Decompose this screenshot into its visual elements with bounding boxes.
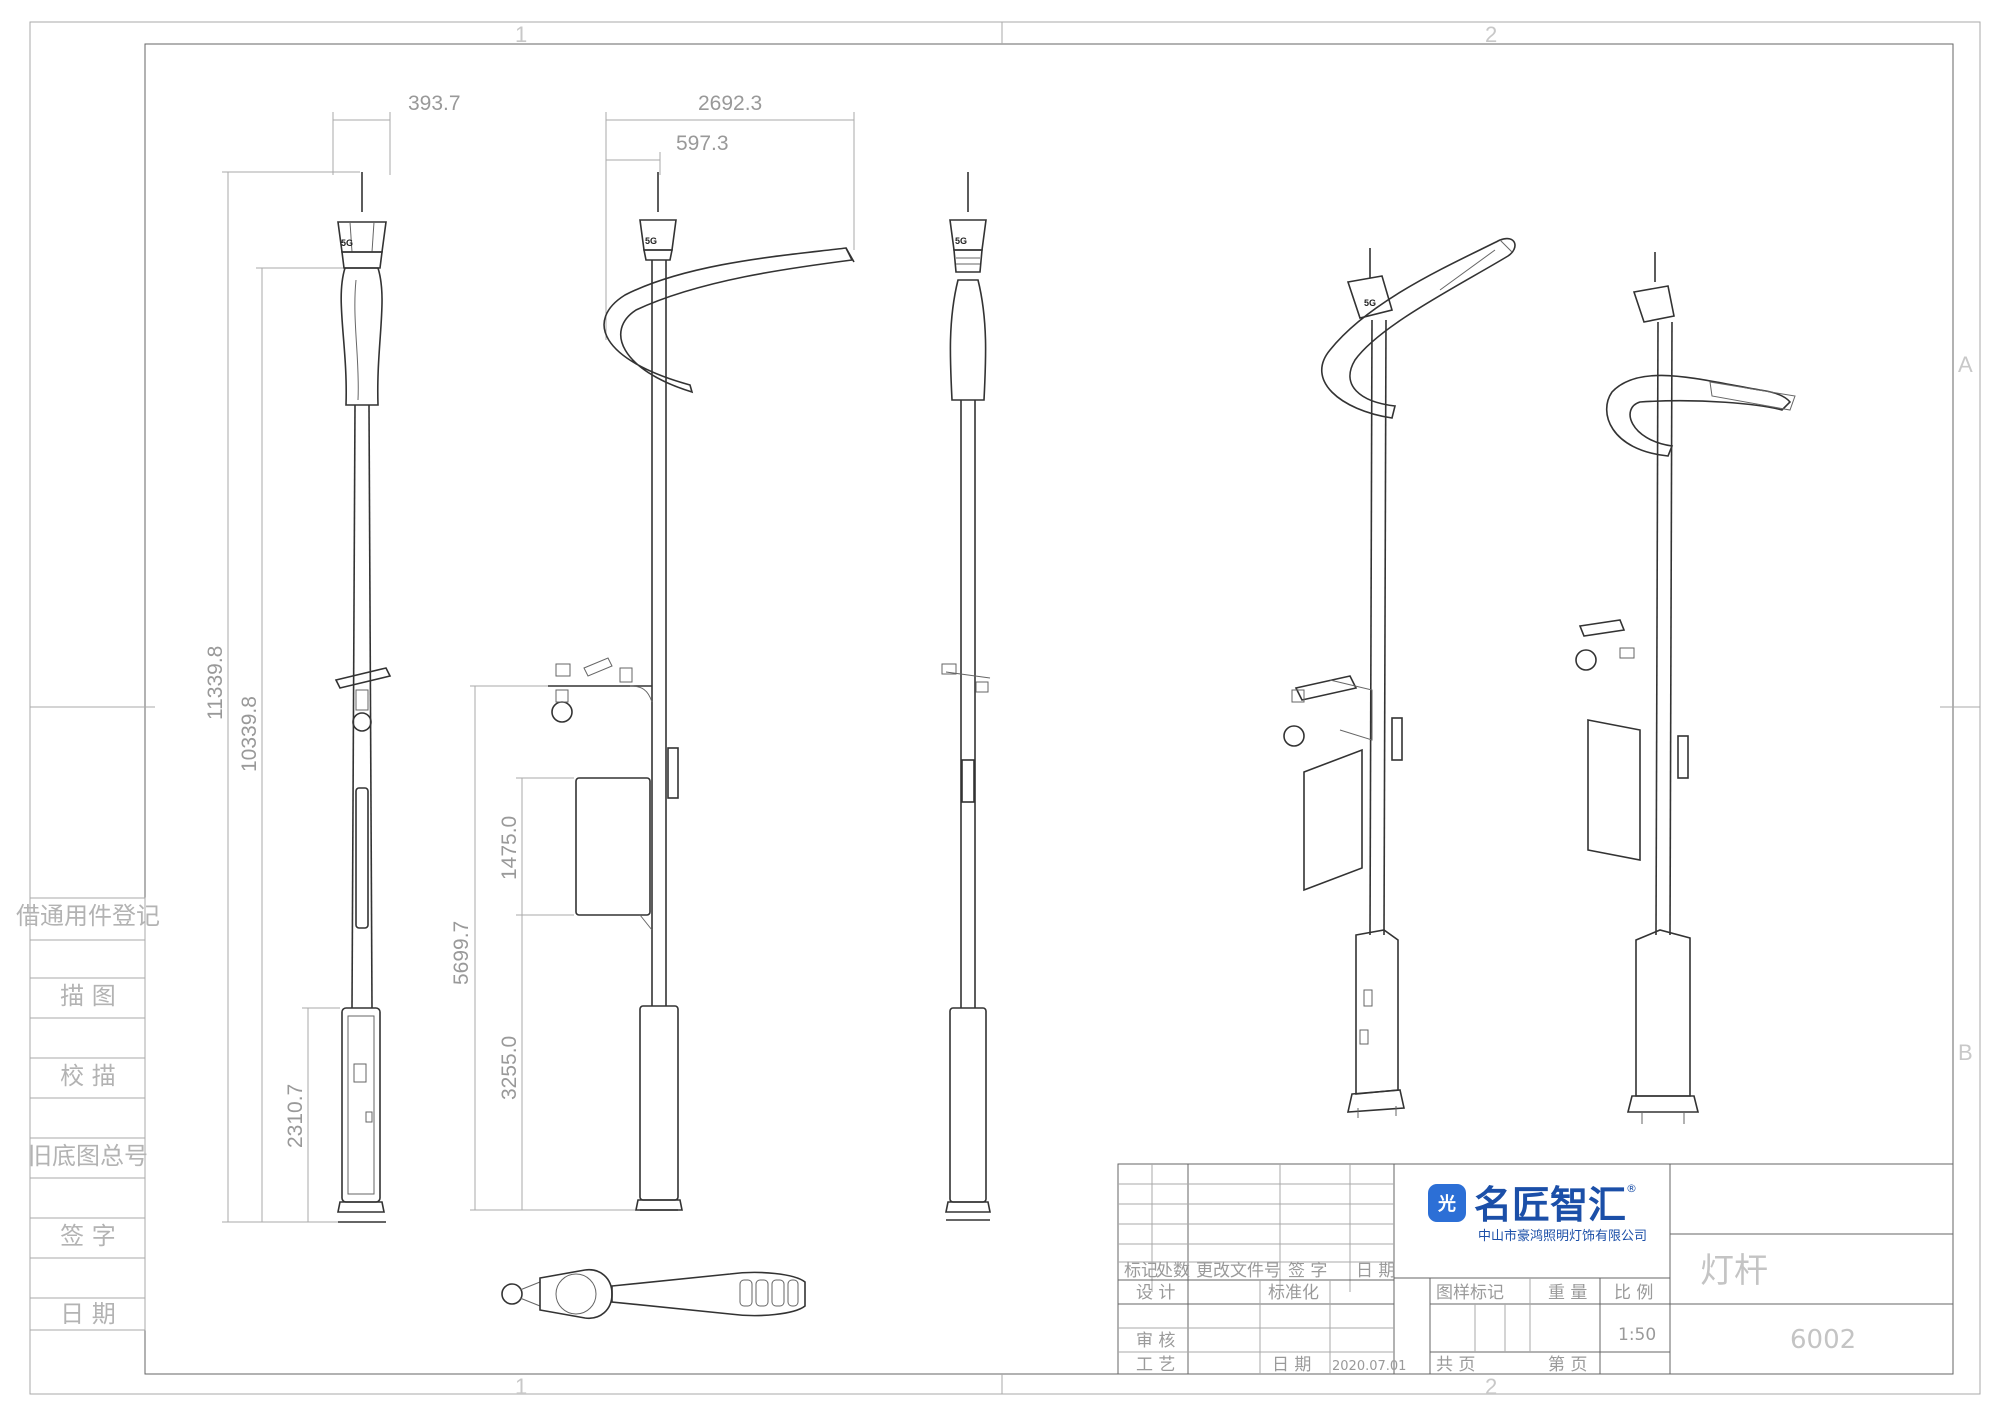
- iso-a-5g-tag: 5G: [1364, 298, 1376, 308]
- dim-arm-span: 2692.3: [698, 92, 762, 115]
- sidebar-label-2: 校 描: [60, 1062, 116, 1090]
- drawing-title: 灯杆: [1700, 1251, 1768, 1291]
- review-label: 审 核: [1136, 1331, 1175, 1351]
- brand-name: 名匠智汇: [1474, 1183, 1626, 1227]
- company-logo: 光: [1428, 1184, 1466, 1222]
- sheet-label: 第 页: [1548, 1355, 1587, 1375]
- rev-header-date: 日 期: [1356, 1261, 1395, 1281]
- date-value: 2020.07.01: [1332, 1359, 1406, 1374]
- total-sheets-label: 共 页: [1436, 1355, 1475, 1375]
- dim-total-height: 11339.8: [204, 646, 227, 720]
- drawing-number: 6002: [1790, 1325, 1856, 1355]
- rev-header-change-doc: 更改文件号: [1196, 1261, 1281, 1281]
- title-block: 标记 处数 更改文件号 签 字 日 期 设 计 标准化 审 核 工 艺 日 期 …: [1117, 1163, 1954, 1375]
- dim-pole-height: 10339.8: [238, 696, 261, 772]
- zone-marker-row-a: A: [1958, 352, 1973, 377]
- standardization-label: 标准化: [1268, 1283, 1319, 1303]
- sidebar-label-0: 借通用件登记: [16, 902, 160, 930]
- zone-marker-col1-bottom: 1: [515, 1374, 527, 1399]
- design-label: 设 计: [1136, 1283, 1175, 1303]
- rev-header-sign: 签 字: [1288, 1261, 1327, 1281]
- sidebar-label-4: 签 字: [60, 1222, 116, 1250]
- isometric-view-b: [1575, 252, 1796, 1124]
- company-name: 中山市豪鸿照明灯饰有限公司: [1478, 1228, 1647, 1244]
- logo-glyph: 光: [1437, 1193, 1456, 1215]
- side-elevation-view: 2692.3 597.3 5699.7 1475.0 3255.0 5G: [450, 92, 855, 1211]
- plan-view: [501, 1269, 806, 1319]
- rear-5g-tag: 5G: [955, 236, 967, 246]
- sidebar-label-1: 描 图: [60, 982, 116, 1010]
- sidebar-label-5: 日 期: [60, 1300, 116, 1328]
- weight-label: 重 量: [1548, 1283, 1587, 1303]
- process-label: 工 艺: [1136, 1355, 1175, 1375]
- dim-arm-offset: 597.3: [676, 132, 729, 155]
- left-sidebar-table: 借通用件登记 描 图 校 描 旧底图总号 签 字 日 期: [16, 897, 160, 1331]
- rear-elevation-view: 5G: [941, 172, 991, 1221]
- drawing-mark-label: 图样标记: [1436, 1283, 1504, 1303]
- zone-marker-col1: 1: [515, 22, 527, 47]
- dim-lower-height: 3255.0: [498, 1036, 521, 1100]
- zone-marker-col2-bottom: 2: [1485, 1374, 1497, 1399]
- front-5g-tag: 5G: [341, 238, 353, 248]
- dim-base-height: 2310.7: [284, 1084, 307, 1148]
- isometric-view-a: 5G: [1283, 237, 1516, 1118]
- dim-panel-height: 1475.0: [498, 816, 521, 880]
- brand-registered: ®: [1626, 1182, 1637, 1195]
- zone-marker-col2: 2: [1485, 22, 1497, 47]
- dim-bracket-height: 5699.7: [450, 921, 473, 985]
- zone-marker-row-b: B: [1958, 1040, 1973, 1065]
- drawing-frame: [29, 21, 1981, 1395]
- scale-value: 1:50: [1618, 1325, 1656, 1345]
- rev-header-count: 处数: [1156, 1261, 1190, 1281]
- date-label: 日 期: [1272, 1355, 1311, 1375]
- sidebar-label-3: 旧底图总号: [28, 1142, 148, 1170]
- side-5g-tag: 5G: [645, 236, 657, 246]
- scale-label: 比 例: [1614, 1283, 1653, 1303]
- front-elevation-view: 393.7 11339.8 10339.8 2310.7 5G: [204, 92, 461, 1223]
- rev-header-mark: 标记: [1124, 1261, 1158, 1281]
- dim-top-width: 393.7: [408, 92, 461, 115]
